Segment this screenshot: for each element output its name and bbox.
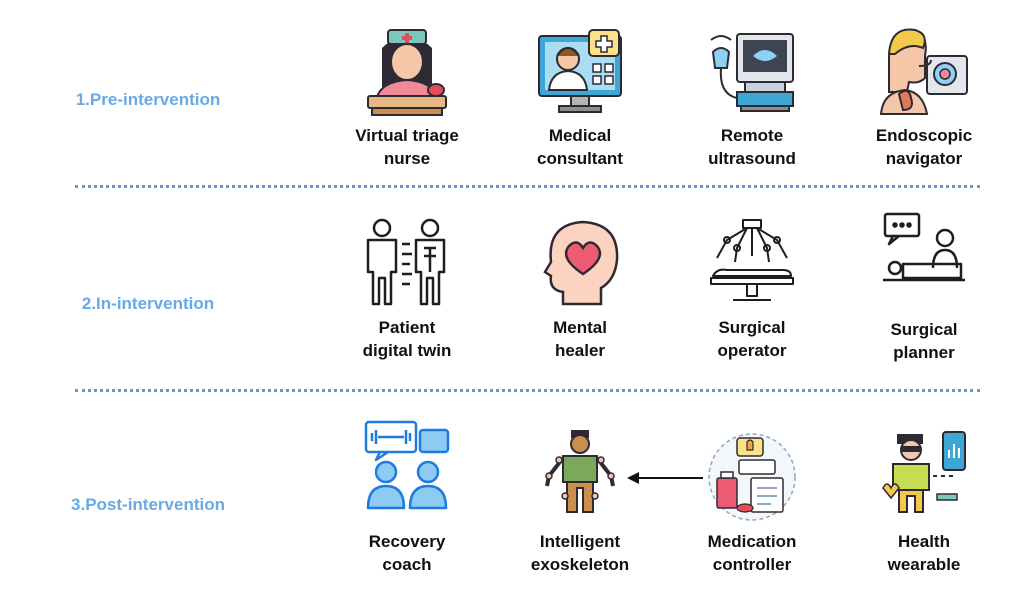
agent-caption: Endoscopic navigator (875, 126, 973, 168)
agent-caption: Medical consultant (537, 126, 623, 168)
endoscope-icon (879, 26, 969, 116)
patient-planning-icon (879, 210, 969, 300)
stage-label-post: 3.Post-intervention (71, 495, 225, 514)
heart-head-icon (535, 218, 625, 308)
flow-arrow (627, 472, 703, 484)
surgical-robot-icon (707, 218, 797, 308)
ultrasound-icon (707, 26, 797, 116)
agent-caption: Surgical operator (717, 318, 787, 360)
agent-caption: Recovery coach (368, 532, 446, 574)
agent-caption: Intelligent exoskeleton (530, 532, 630, 574)
exoskeleton-icon (535, 430, 625, 520)
stage-label-in: 2.In-intervention (81, 294, 215, 313)
agent-caption: Surgical planner (890, 320, 958, 362)
digital-twin-icon (362, 218, 452, 308)
divider-2 (75, 389, 980, 392)
wearable-icon (879, 428, 969, 518)
agent-caption: Remote ultrasound (708, 126, 796, 168)
stage-label-pre: 1.Pre-intervention (75, 90, 221, 109)
nurse-icon (362, 26, 452, 116)
agent-caption: Mental healer (553, 318, 607, 360)
agent-caption: Virtual triage nurse (355, 126, 459, 168)
agent-caption: Health wearable (887, 532, 961, 574)
coach-icon (362, 420, 452, 510)
agent-caption: Patient digital twin (362, 318, 452, 360)
doctor-monitor-icon (535, 26, 625, 116)
agent-caption: Medication controller (707, 532, 797, 574)
divider-1 (75, 185, 980, 188)
medication-icon (707, 432, 797, 522)
